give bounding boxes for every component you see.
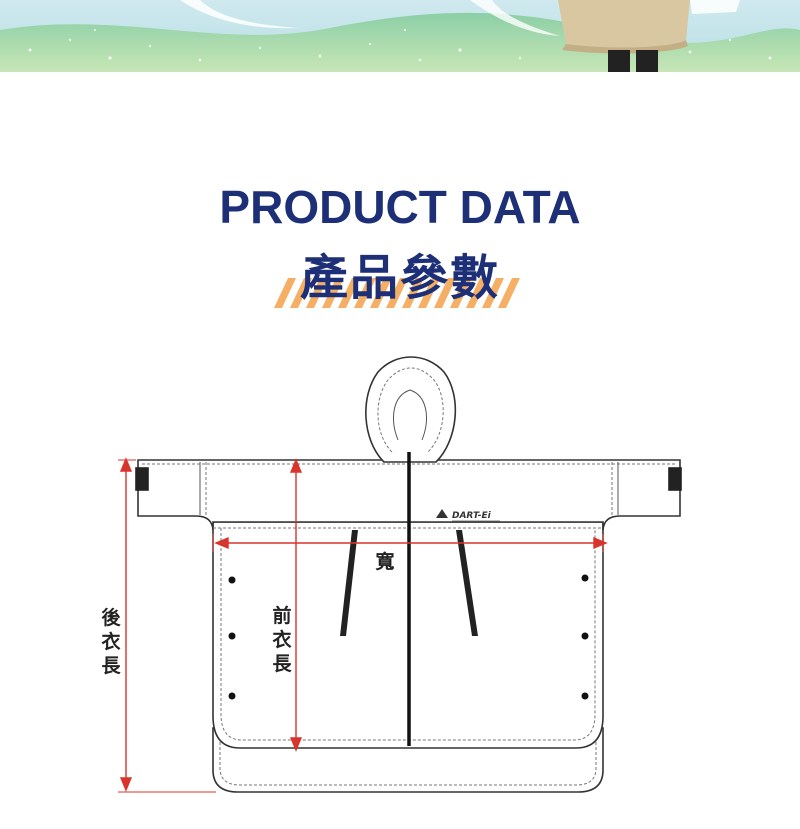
section-title-chinese-block: 產品參數 [0,234,800,314]
width-label: 寬 [375,550,394,573]
left-pocket-zipper [340,530,358,636]
hood [365,356,457,463]
front-length-label-char-1: 前 [272,604,291,627]
back-length-label-char-2: 衣 [101,630,120,653]
front-length-label-char-2: 衣 [272,628,291,651]
header-banner-illustration [0,0,800,72]
svg-text:DART-Ei: DART-Ei [452,511,492,521]
front-length-label-char-3: 長 [272,653,292,675]
right-pocket-zipper [456,530,478,636]
brand-logo: DART-Ei [436,509,500,522]
back-length-label-char-3: 長 [101,655,121,677]
section-title-english: PRODUCT DATA [219,181,581,233]
back-length-label-char-1: 後 [101,606,121,629]
raincoat-measurement-diagram: DART-Ei 寬 前 衣 長 後 [0,340,800,824]
title-underline-stripes [274,278,520,308]
section-title-chinese: 產品參數 [299,250,500,306]
